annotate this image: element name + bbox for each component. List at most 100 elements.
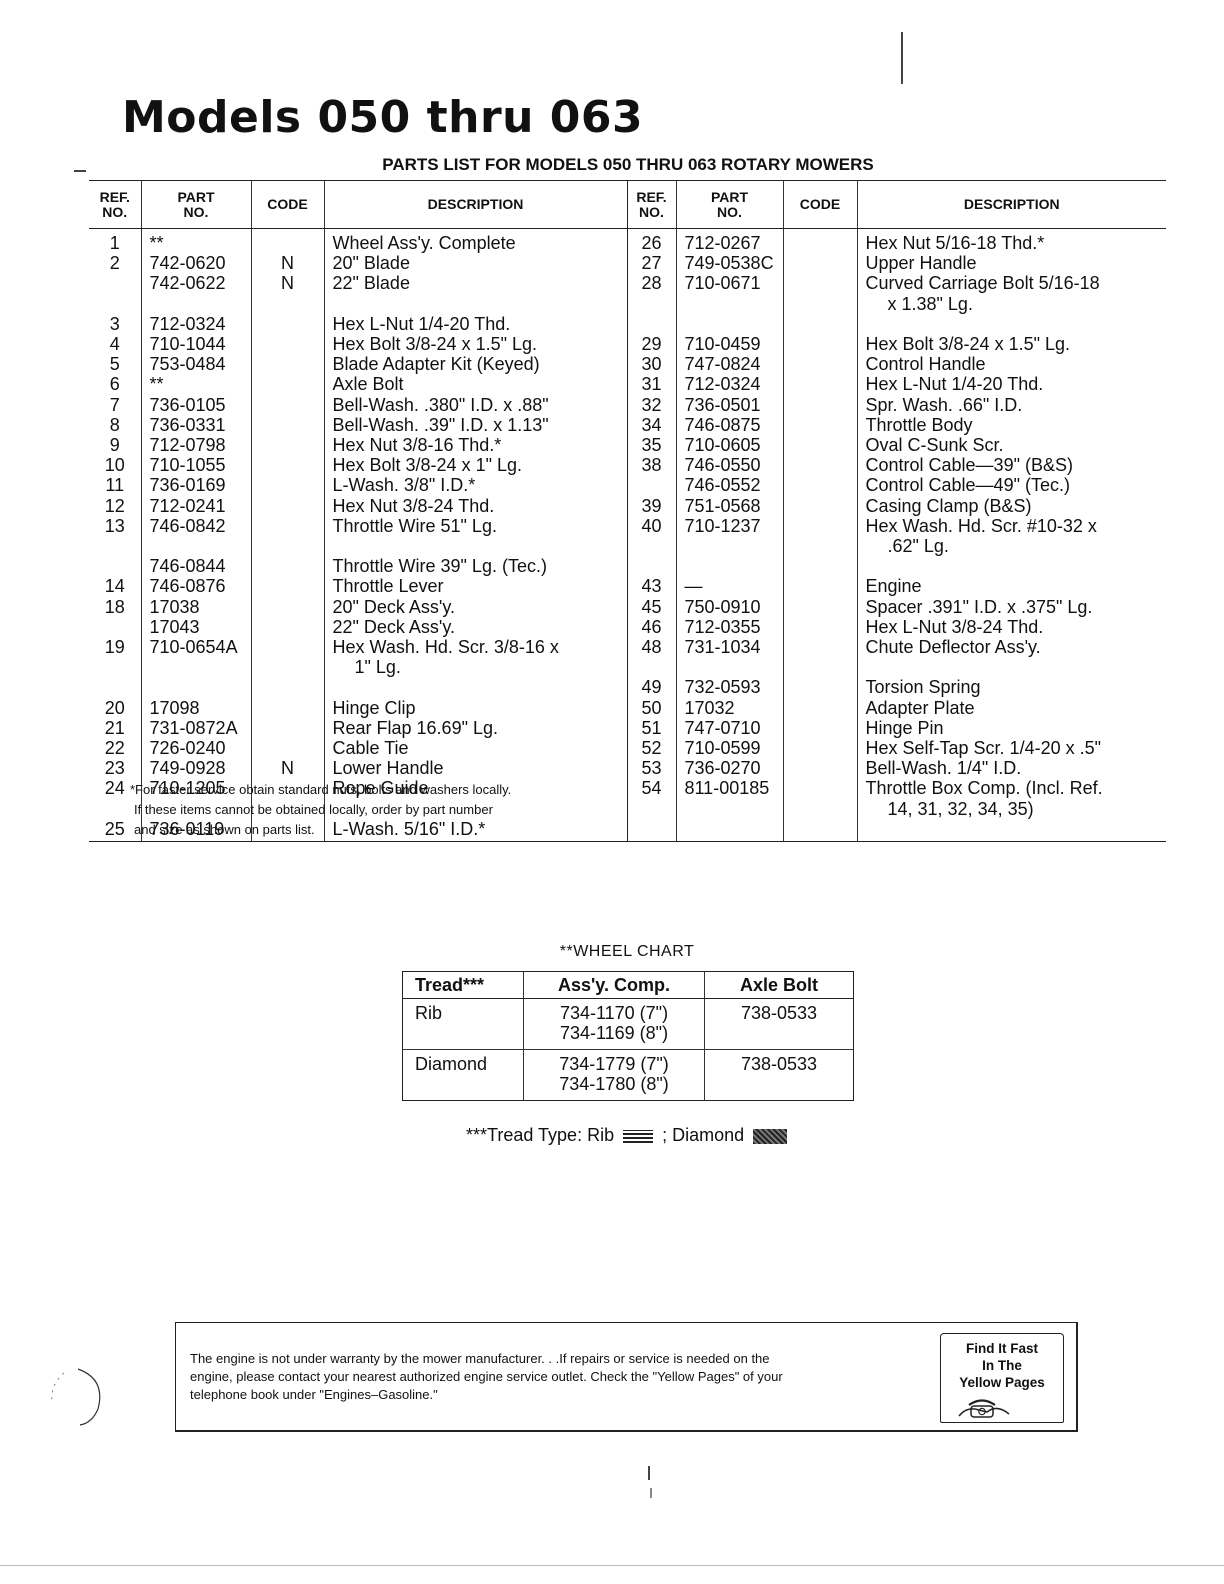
- description-cell: Spacer .391" I.D. x .375" Lg.: [856, 596, 1166, 617]
- part-no-cell: 712-0355: [675, 616, 783, 638]
- ref-no-cell: 19: [104, 637, 125, 658]
- code-cell: [250, 616, 324, 638]
- part-no-cell: **: [140, 228, 251, 254]
- part-no-cell: 710-1237: [675, 515, 783, 557]
- part-no-cell: 710-0654A: [140, 637, 251, 678]
- rib-tread-swatch-icon: [623, 1129, 654, 1143]
- code-cell: [250, 228, 324, 254]
- description-cell: Bell-Wash. .380" I.D. x .88": [323, 394, 627, 415]
- description-cell: Wheel Ass'y. Complete: [323, 228, 627, 254]
- part-no-cell: 746-0875: [675, 414, 783, 436]
- ref-no-cell: [89, 617, 141, 637]
- ref-no-cell: 34: [626, 414, 676, 436]
- wheel-chart-row: Diamond 734-1779 (7")734-1780 (8") 738-0…: [403, 1049, 854, 1101]
- code-cell: [250, 637, 324, 678]
- ref-no-cell: 23: [104, 758, 125, 779]
- ref-no-cell: 51: [626, 717, 676, 739]
- part-no-cell: 712-0267: [675, 228, 783, 254]
- part-no-cell: 749-0538C: [675, 253, 783, 274]
- code-cell: [250, 394, 324, 415]
- notice-line: engine, please contact your nearest auth…: [190, 1369, 783, 1384]
- ref-no-cell: 43: [626, 576, 676, 597]
- description-cell: 20" Deck Ass'y.: [323, 596, 627, 617]
- description-cell: [856, 556, 1166, 577]
- code-cell: [782, 394, 857, 415]
- yellow-pages-text: Find It Fast In The Yellow Pages: [959, 1341, 1045, 1390]
- description-cell: Throttle Box Comp. (Incl. Ref.14, 31, 32…: [856, 778, 1166, 819]
- description-cell: 20" Blade: [323, 253, 627, 274]
- description-cell: Rope Guide: [323, 778, 627, 819]
- ref-no-cell: 18: [104, 596, 125, 617]
- ref-no-cell: 46: [626, 616, 676, 638]
- header-ref-no: REF.NO.: [626, 180, 676, 229]
- part-no-cell: 731-0872A: [140, 717, 251, 739]
- code-cell: [250, 576, 324, 597]
- description-cell: Bell-Wash. .39" I.D. x 1.13": [323, 414, 627, 436]
- description-cell: Lower Handle: [323, 758, 627, 779]
- code-cell: [782, 616, 857, 638]
- ref-no-cell: [89, 273, 141, 313]
- ref-no-cell: 22: [104, 738, 125, 759]
- code-cell: [782, 778, 857, 819]
- code-cell: [782, 455, 857, 476]
- notice-line: The engine is not under warranty by the …: [190, 1351, 770, 1366]
- code-cell: [250, 818, 324, 842]
- part-no-cell: 710-0605: [675, 435, 783, 456]
- yellow-pages-badge: Find It Fast In The Yellow Pages: [940, 1333, 1064, 1423]
- description-cell: Throttle Lever: [323, 576, 627, 597]
- ref-no-cell: [626, 475, 676, 496]
- code-cell: [250, 697, 324, 718]
- ref-no-cell: 5: [109, 354, 120, 375]
- code-cell: N: [250, 758, 324, 779]
- part-no-cell: 712-0324: [675, 374, 783, 395]
- part-no-cell: 732-0593: [675, 677, 783, 698]
- ref-no-cell: 54: [626, 778, 676, 819]
- part-no-cell: 710-0671: [675, 273, 783, 314]
- description-cell: Hex Bolt 3/8-24 x 1" Lg.: [323, 455, 627, 476]
- header-code: CODE: [250, 180, 324, 229]
- part-no-cell: 746-0876: [140, 576, 251, 597]
- tread-legend-separator: ; Diamond: [662, 1125, 745, 1145]
- code-cell: [250, 435, 324, 456]
- ref-no-cell: 14: [104, 576, 125, 597]
- footnote-line: *For faster service obtain standard nuts…: [130, 782, 512, 797]
- part-no-cell: [675, 818, 783, 842]
- description-cell: Throttle Wire 39" Lg. (Tec.): [323, 556, 627, 577]
- description-cell: Engine: [856, 576, 1166, 597]
- ref-no-cell: 48: [626, 637, 676, 678]
- part-no-cell: 736-0501: [675, 394, 783, 415]
- ref-no-cell: 32: [626, 394, 676, 415]
- ref-no-cell: 11: [105, 475, 125, 496]
- tread-cell: Diamond: [415, 1054, 488, 1074]
- description-cell: [323, 677, 627, 698]
- description-cell: Hex Self-Tap Scr. 1/4-20 x .5": [856, 738, 1166, 759]
- ref-no-cell: 9: [109, 435, 120, 456]
- scan-mark: [650, 1488, 652, 1498]
- footnote-line: and size as shown on parts list.: [134, 822, 315, 837]
- code-cell: [782, 475, 857, 496]
- code-cell: [250, 556, 324, 577]
- assy-cell: 734-1779 (7")734-1780 (8"): [523, 1049, 705, 1101]
- part-no-cell: 746-0552: [675, 475, 783, 496]
- code-cell: [250, 313, 324, 335]
- description-cell: 22" Blade: [323, 273, 627, 314]
- header-description: DESCRIPTION: [856, 180, 1166, 229]
- code-cell: [782, 313, 857, 335]
- part-no-cell: 749-0928: [140, 758, 251, 779]
- scan-edge-line: [0, 1565, 1224, 1566]
- ref-no-cell: 24: [104, 778, 125, 799]
- ref-no-cell: 50: [626, 697, 676, 718]
- description-cell: Bell-Wash. 1/4" I.D.: [856, 758, 1166, 779]
- part-no-cell: 736-0331: [140, 414, 251, 436]
- part-no-cell: 811-00185: [675, 778, 783, 819]
